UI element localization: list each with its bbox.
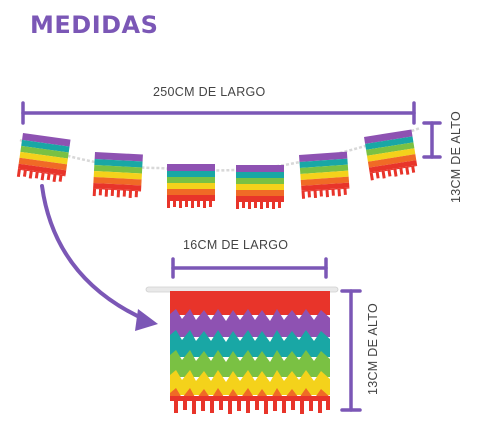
garland-flag xyxy=(299,151,350,199)
garland-flag xyxy=(167,164,215,208)
curved-arrow-icon xyxy=(40,184,158,331)
page-title: MEDIDAS xyxy=(30,11,159,39)
garland-string xyxy=(19,126,421,172)
flag-length-label: 16CM DE LARGO xyxy=(183,238,289,252)
garland-flag xyxy=(364,129,419,181)
total-length-dimension xyxy=(21,101,416,125)
total-height-dimension xyxy=(422,121,442,159)
flag-height-label: 13CM DE ALTO xyxy=(366,302,380,396)
total-height-label: 13CM DE ALTO xyxy=(449,110,463,204)
flag-length-dimension xyxy=(171,257,328,279)
garland-flag xyxy=(16,133,71,184)
large-flag xyxy=(145,286,339,414)
garland-flag xyxy=(92,152,143,199)
garland-flag xyxy=(236,165,284,209)
total-length-label: 250CM DE LARGO xyxy=(153,85,266,99)
flag-height-dimension xyxy=(340,289,362,412)
